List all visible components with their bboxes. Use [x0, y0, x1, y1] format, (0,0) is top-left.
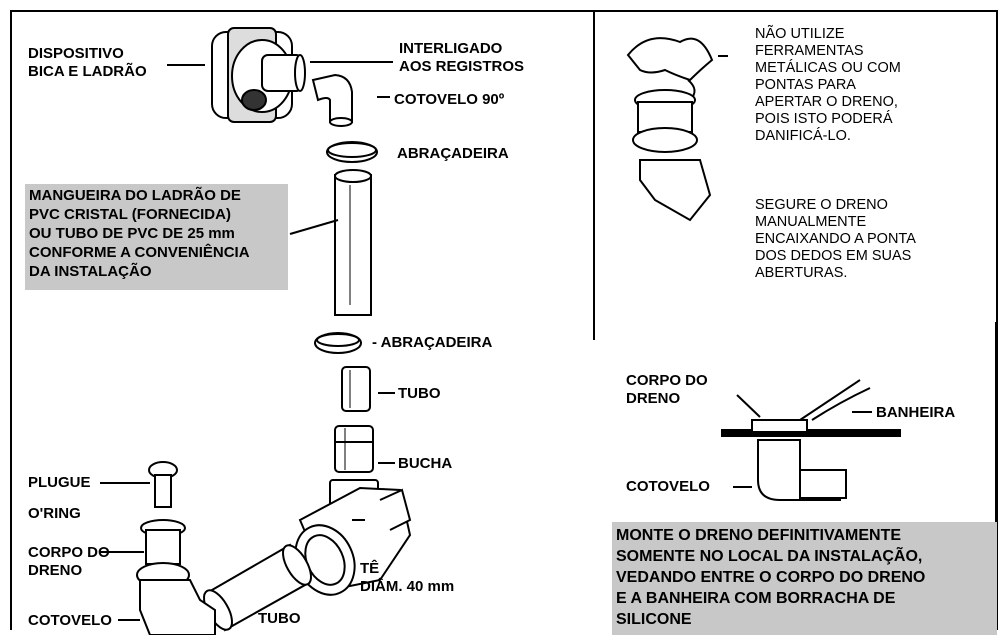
label-banheira: BANHEIRA — [876, 404, 956, 421]
final-instruction-box: MONTE O DRENO DEFINITIVAMENTE SOMENTE NO… — [612, 522, 997, 635]
hose-note-box: MANGUEIRA DO LADRÃO DE PVC CRISTAL (FORN… — [25, 184, 288, 290]
label-tubo-bottom: TUBO — [258, 610, 301, 627]
tee-drawing — [294, 479, 412, 596]
label-oring: O'RING — [28, 505, 81, 522]
label-cotovelo-left: COTOVELO — [28, 612, 112, 629]
label-cotovelo-right: COTOVELO — [626, 478, 710, 495]
label-bucha: BUCHA — [398, 455, 453, 472]
tub-cross-section-drawing — [721, 379, 901, 501]
diagram-frame — [10, 10, 998, 630]
label-plugue: PLUGUE — [28, 474, 91, 491]
hand-drain-drawing — [626, 37, 728, 222]
label-abracadeira-1: ABRAÇADEIRA — [397, 145, 509, 162]
panel-divider — [593, 10, 595, 340]
bottom-tube-drawing — [203, 543, 312, 632]
elbow-90-drawing — [311, 73, 353, 127]
overflow-device-drawing — [211, 27, 306, 123]
hose-drawing — [334, 169, 372, 316]
label-tubo-mid: TUBO — [398, 385, 441, 402]
warning-note: NÃO UTILIZE FERRAMENTAS METÁLICAS OU COM… — [755, 26, 901, 144]
label-abracadeira-2: - ABRAÇADEIRA — [372, 334, 493, 351]
panel-divider-right — [995, 322, 997, 635]
instruction-note: SEGURE O DRENO MANUALMENTE ENCAIXANDO A … — [755, 197, 916, 281]
label-cotovelo-90: COTOVELO 90º — [394, 91, 505, 108]
